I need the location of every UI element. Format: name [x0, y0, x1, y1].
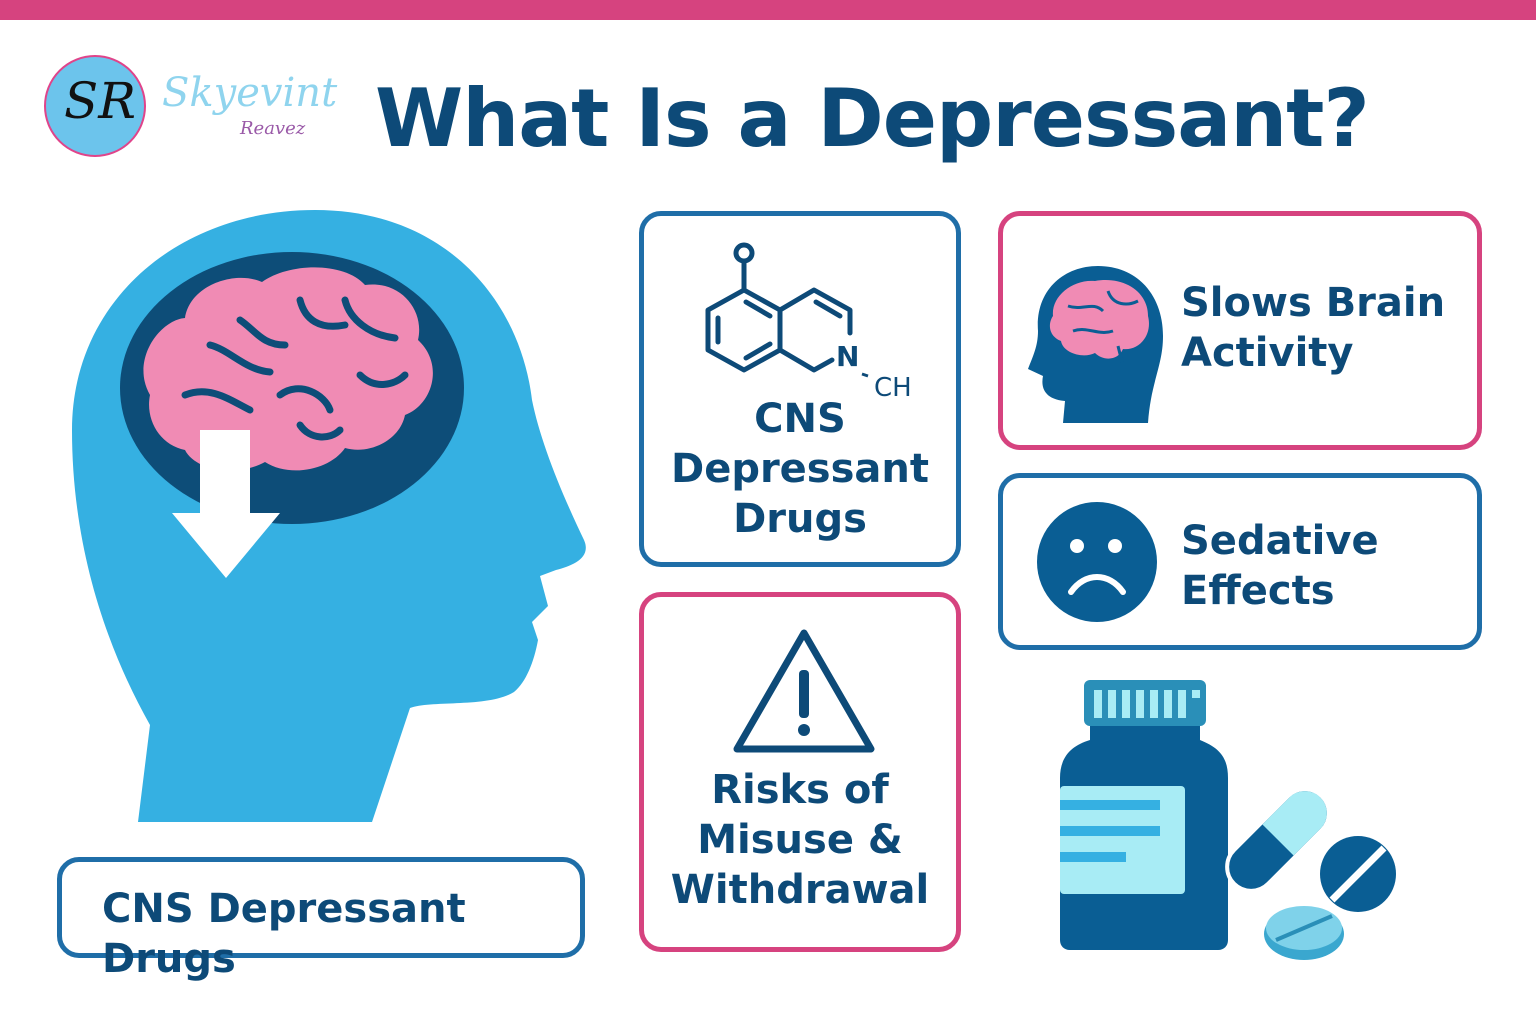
- cns-line-2: Depressant: [670, 446, 930, 492]
- logo-name-2: Reavez: [240, 118, 306, 139]
- head-label-card: CNS Depressant Drugs: [57, 857, 585, 982]
- capsule-icon: [1225, 787, 1331, 893]
- slows-line-1: Slows Brain: [1181, 280, 1446, 326]
- risks-line-1: Risks of: [711, 767, 889, 813]
- head-brain-illustration: [72, 210, 586, 822]
- cns-card: N CH CNS Depressant Drugs: [639, 211, 961, 567]
- down-arrow-icon: [172, 430, 280, 578]
- cns-line-3: Drugs: [733, 496, 867, 542]
- head-brain-icon: [1028, 266, 1163, 423]
- pill-bottle-icon: [1060, 680, 1396, 960]
- logo-monogram: SR: [64, 72, 136, 130]
- sedative-card: Sedative Effects: [998, 473, 1482, 650]
- slows-brain-card: Slows Brain Activity: [998, 211, 1482, 450]
- slows-line-2: Activity: [1181, 330, 1354, 376]
- sedative-line-2: Effects: [1181, 568, 1335, 614]
- logo-name-1: Skyevint: [162, 70, 338, 116]
- sedative-text: Sedative Effects: [1181, 516, 1379, 616]
- molecule-icon: N CH: [705, 242, 912, 403]
- molecule-group-label: CH: [874, 373, 912, 403]
- molecule-nitrogen-label: N: [836, 340, 859, 373]
- page-title: What Is a Depressant?: [375, 72, 1370, 165]
- warning-icon: [733, 629, 875, 753]
- risks-card: Risks of Misuse & Withdrawal: [639, 592, 961, 952]
- risks-line-2: Misuse &: [697, 817, 903, 863]
- top-accent-bar: [0, 0, 1536, 20]
- brain-icon: [143, 267, 433, 471]
- tablet-icon: [1320, 836, 1396, 912]
- sad-face-icon: [1037, 502, 1157, 622]
- head-label: CNS Depressant Drugs: [102, 886, 466, 982]
- cns-line-1: CNS: [754, 396, 846, 442]
- sedative-line-1: Sedative: [1181, 518, 1379, 564]
- cns-card-text: CNS Depressant Drugs: [644, 394, 956, 544]
- slows-brain-text: Slows Brain Activity: [1181, 278, 1445, 378]
- risks-text: Risks of Misuse & Withdrawal: [644, 765, 956, 915]
- logo-circle-icon: [44, 55, 146, 157]
- round-pill-icon: [1264, 906, 1344, 960]
- risks-line-3: Withdrawal: [670, 867, 930, 913]
